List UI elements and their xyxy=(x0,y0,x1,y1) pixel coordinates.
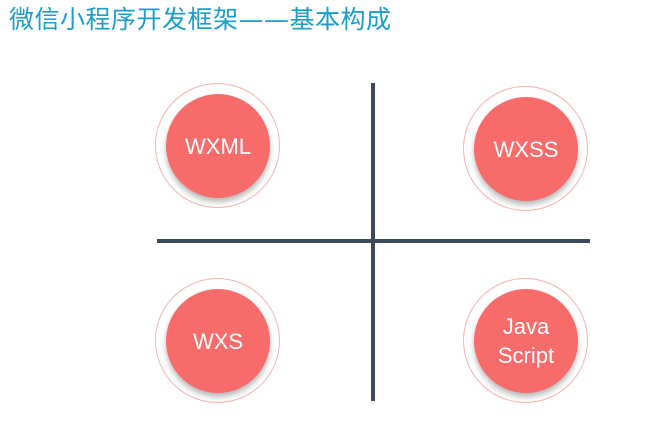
horizontal-axis xyxy=(157,239,590,243)
wxml-node: WXML xyxy=(166,94,270,198)
wxss-label: WXSS xyxy=(493,136,559,162)
wxs-node: WXS xyxy=(166,289,270,393)
javascript-node: Java Script xyxy=(474,289,578,393)
wxml-label: WXML xyxy=(185,133,251,159)
page-title: 微信小程序开发框架——基本构成 xyxy=(9,5,392,34)
wxs-label: WXS xyxy=(192,328,244,354)
javascript-label: Java Script xyxy=(497,314,555,368)
wxss-node: WXSS xyxy=(474,97,578,201)
